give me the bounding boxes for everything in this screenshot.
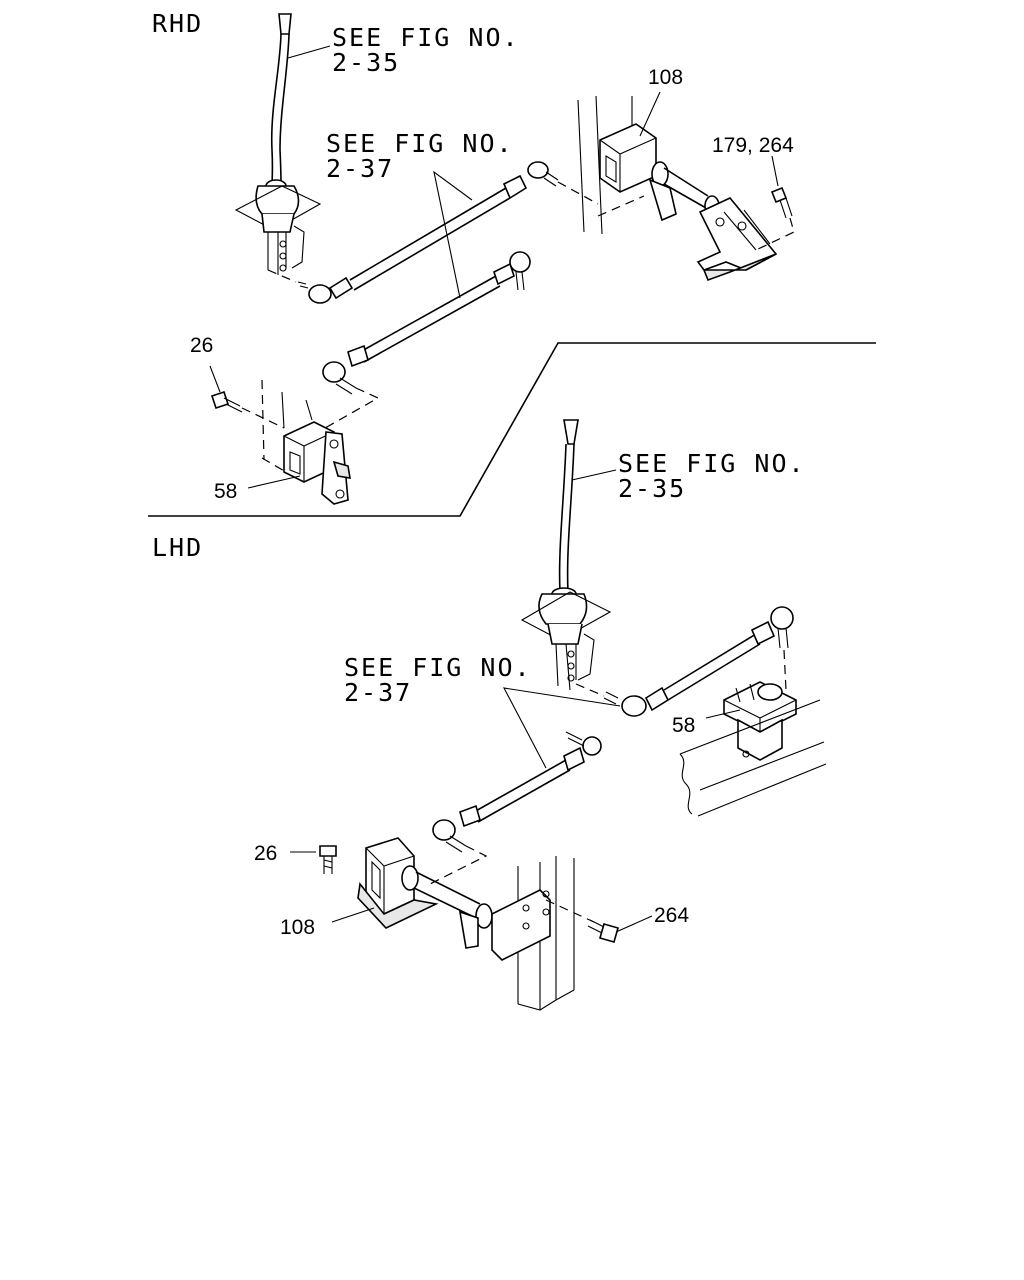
- rhd-see-fig-a-line1: SEE FIG NO.: [332, 23, 520, 52]
- rhd-lower-rod: [317, 251, 531, 433]
- lhd-ref-108: 108: [280, 916, 315, 939]
- lhd-58-leader: [705, 709, 741, 719]
- lhd-callout-leader-b: [503, 687, 621, 769]
- section-divider: [148, 342, 876, 517]
- lhd-bolt-264: [587, 919, 619, 943]
- rhd-callout-leader-a: [287, 45, 331, 59]
- lhd-264-leader: [615, 915, 653, 933]
- lhd-see-fig-a-line1: SEE FIG NO.: [618, 449, 806, 478]
- rhd-108-leader: [639, 91, 661, 137]
- rhd-upper-rod: [297, 161, 599, 304]
- rhd-179-leader: [771, 155, 779, 187]
- lhd-frame-rail: [679, 699, 827, 817]
- lhd-lower-rod: [429, 731, 602, 885]
- rhd-callout-leader-b: [433, 170, 473, 299]
- lhd-callout-leader-a: [571, 469, 617, 481]
- rhd-26-leader: [209, 365, 221, 393]
- lhd-ref-26: 26: [254, 842, 277, 865]
- lhd-bracket-58: [723, 681, 797, 761]
- lhd-bracket-108: [357, 837, 493, 949]
- rhd-section-label: RHD: [152, 9, 203, 38]
- rhd-shift-lever: [234, 13, 322, 283]
- rhd-bracket-58: [261, 379, 351, 505]
- lhd-see-fig-b-line2: 2-37: [344, 678, 412, 707]
- rhd-ref-179-264: 179, 264: [712, 134, 794, 157]
- lhd-108-leader: [331, 907, 375, 923]
- lhd-vertical-frame: [491, 856, 595, 1011]
- lhd-bolt-26: [319, 845, 337, 874]
- rhd-bolt-26: [210, 390, 285, 429]
- rhd-see-fig-b-line2: 2-37: [326, 154, 394, 183]
- rhd-58-leader: [247, 475, 301, 489]
- lhd-shift-lever: [520, 419, 612, 697]
- rhd-ref-26: 26: [190, 334, 213, 357]
- rhd-ref-58: 58: [214, 480, 237, 503]
- rhd-ref-108: 108: [648, 66, 683, 89]
- rhd-bracket-108: [577, 95, 778, 282]
- lhd-ref-58: 58: [672, 714, 695, 737]
- lhd-see-fig-a-line2: 2-35: [618, 474, 686, 503]
- rhd-see-fig-a-line2: 2-35: [332, 48, 400, 77]
- lhd-section-label: LHD: [152, 533, 203, 562]
- rhd-see-fig-b-line1: SEE FIG NO.: [326, 129, 514, 158]
- lhd-see-fig-b-line1: SEE FIG NO.: [344, 653, 532, 682]
- rhd-bolt-179-264: [755, 186, 795, 251]
- lhd-ref-264: 264: [654, 904, 689, 927]
- lhd-upper-rod: [603, 606, 794, 717]
